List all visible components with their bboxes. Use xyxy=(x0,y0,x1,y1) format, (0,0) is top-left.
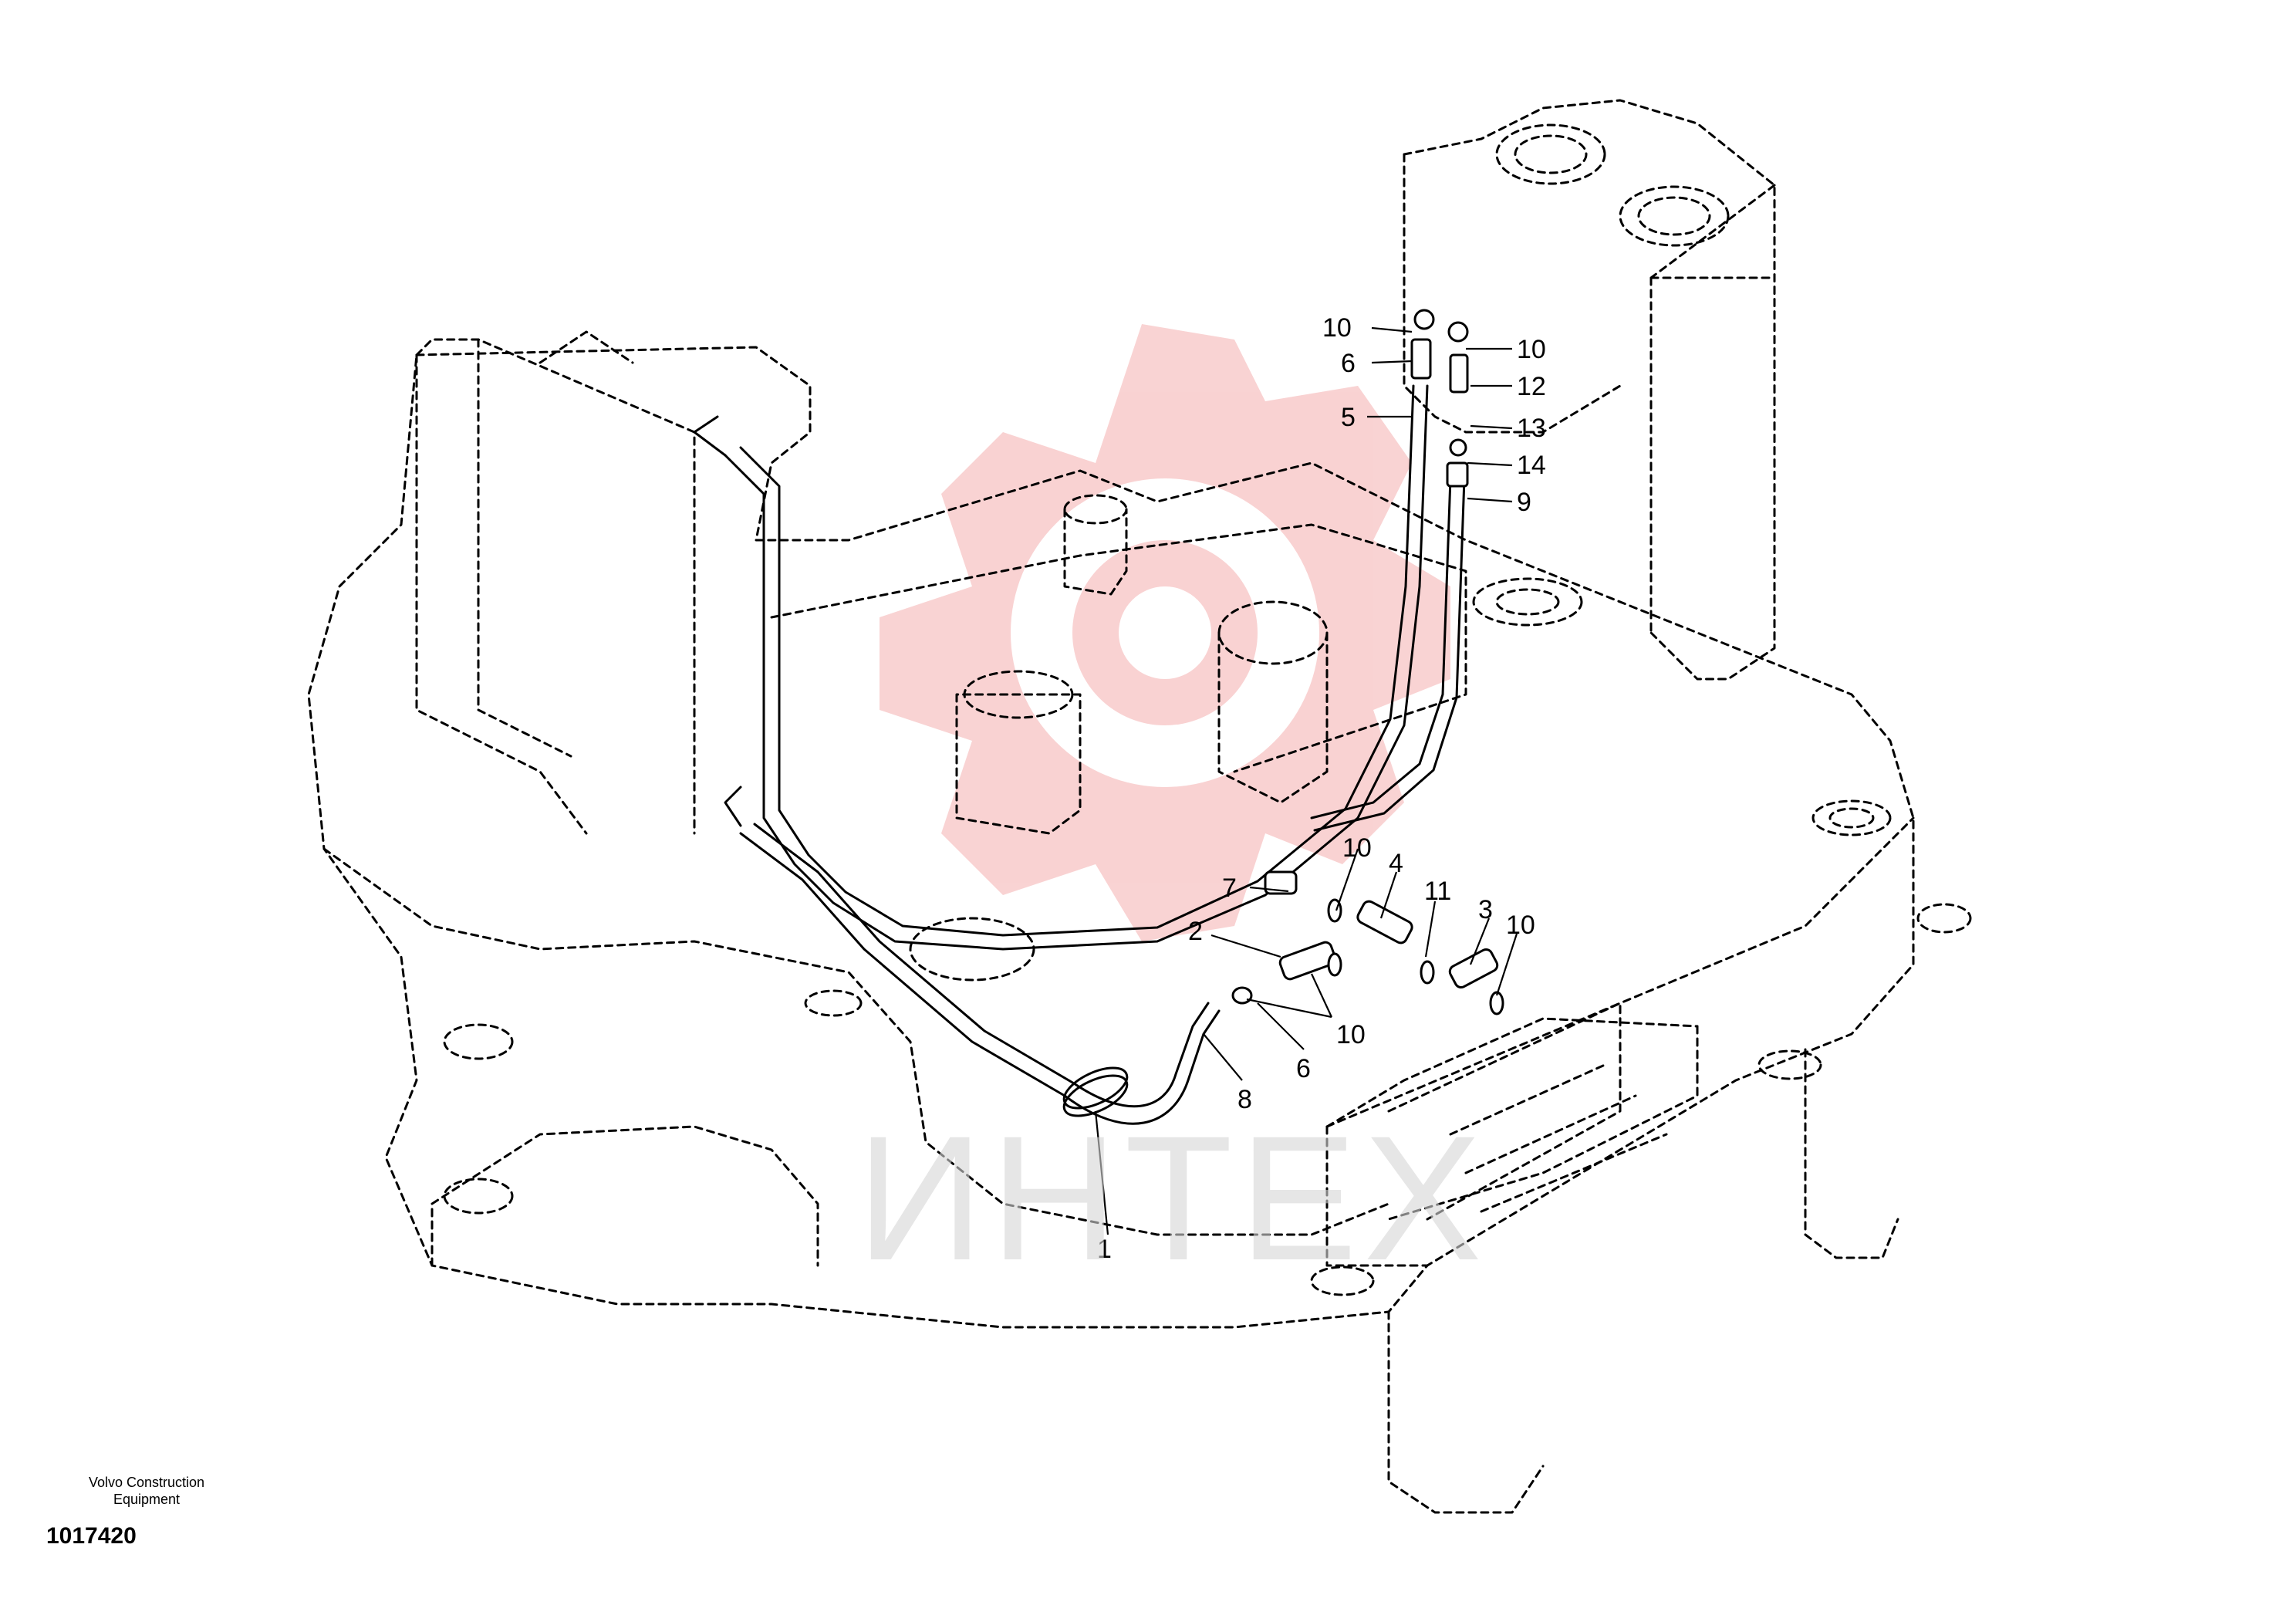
callout-5: 5 xyxy=(1341,403,1356,432)
callout-4: 4 xyxy=(1389,849,1403,878)
callout-14: 14 xyxy=(1517,451,1546,480)
callout-1: 1 xyxy=(1097,1235,1112,1264)
callout-10-bottom: 10 xyxy=(1336,1020,1366,1049)
callout-6-bottom: 6 xyxy=(1296,1054,1311,1083)
callout-2: 2 xyxy=(1188,917,1203,946)
document-number: 1017420 xyxy=(46,1523,137,1549)
watermark-text: ИНТЕХ xyxy=(856,1099,1488,1297)
manufacturer-line-2: Equipment xyxy=(113,1492,181,1507)
hose-assembly xyxy=(693,309,1504,1125)
callout-11: 11 xyxy=(1424,877,1451,906)
footer-block: Volvo Construction Equipment 1017420 xyxy=(46,1474,247,1549)
callout-7: 7 xyxy=(1222,874,1237,903)
machine-frame-outline xyxy=(307,99,1972,1514)
callout-12: 12 xyxy=(1517,372,1546,401)
callout-10-top-right: 10 xyxy=(1517,335,1546,364)
callout-13: 13 xyxy=(1517,414,1546,443)
callout-6-top: 6 xyxy=(1341,349,1356,378)
callout-8: 8 xyxy=(1237,1085,1252,1114)
callout-10-middle: 10 xyxy=(1342,833,1372,863)
manufacturer-line-1: Volvo Construction xyxy=(88,1475,205,1490)
callout-10-right: 10 xyxy=(1506,911,1535,940)
callout-labels: 10 6 5 10 12 13 14 9 10 7 4 11 3 10 2 10… xyxy=(1097,313,1546,1264)
leader-lines xyxy=(1094,326,1518,1235)
callout-9: 9 xyxy=(1517,488,1531,517)
callout-3: 3 xyxy=(1478,895,1493,924)
callout-10-top-left: 10 xyxy=(1322,313,1352,343)
